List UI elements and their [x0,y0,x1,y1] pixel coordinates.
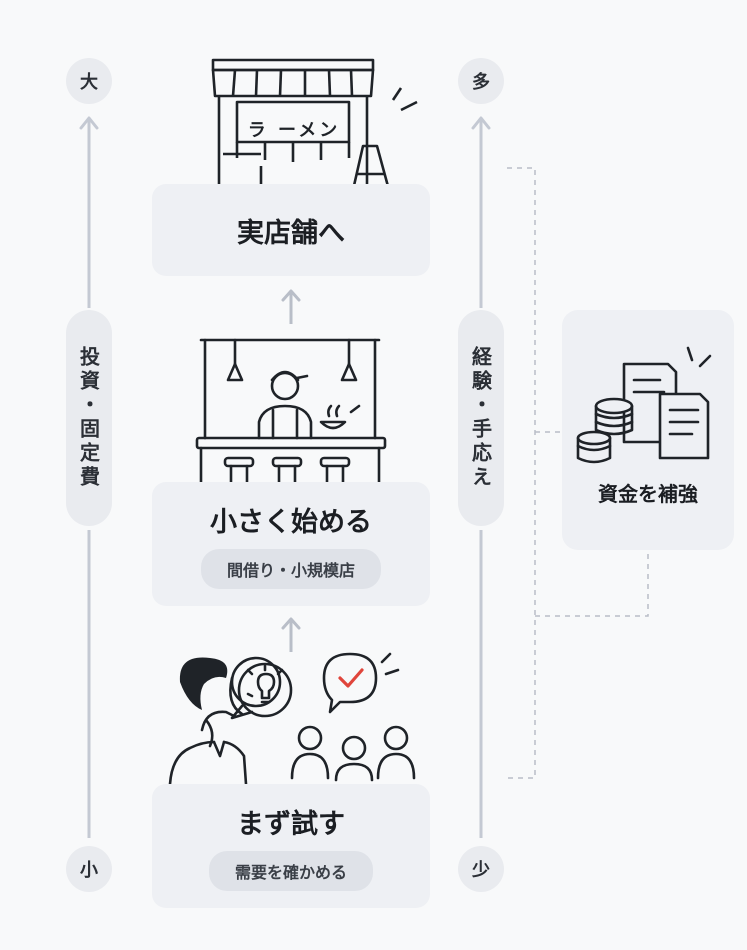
audience-icon [290,652,416,782]
step-card-start-small: 小さく始める 間借り・小規模店 [152,482,430,606]
shop-sign-text: ラ ーメン [247,120,341,141]
step-subtitle: 間借り・小規模店 [200,548,381,589]
step-subtitle: 需要を確かめる [208,850,373,891]
left-axis-label: 投資・固定費 [66,310,112,526]
right-axis-bottom-label: 少 [458,846,504,892]
step-card-try-first: まず試す 需要を確かめる [152,784,430,908]
step-card-real-store: 実店舗へ [152,184,430,276]
right-axis-top-label: 多 [458,58,504,104]
step-title: 小さく始める [210,506,372,538]
small-stall-icon [195,338,387,486]
up-arrow-icon [281,289,301,324]
step-title: まず試す [237,808,345,840]
ramen-shop-icon [207,58,418,193]
money-documents-icon [576,346,712,464]
thinking-person-icon [168,656,293,786]
right-axis-arrow-icon [471,116,491,838]
dashed-bracket-icon [507,167,649,779]
side-card-funding: 資金を補強 [562,310,734,550]
left-axis-bottom-label: 小 [66,846,112,892]
left-axis-top-label: 大 [66,58,112,104]
up-arrow-icon [281,617,301,652]
step-title: 実店舗へ [237,217,345,249]
side-card-label: 資金を補強 [598,482,698,506]
left-axis-arrow-icon [79,116,99,838]
right-axis-label: 経験・手応え [458,310,504,526]
